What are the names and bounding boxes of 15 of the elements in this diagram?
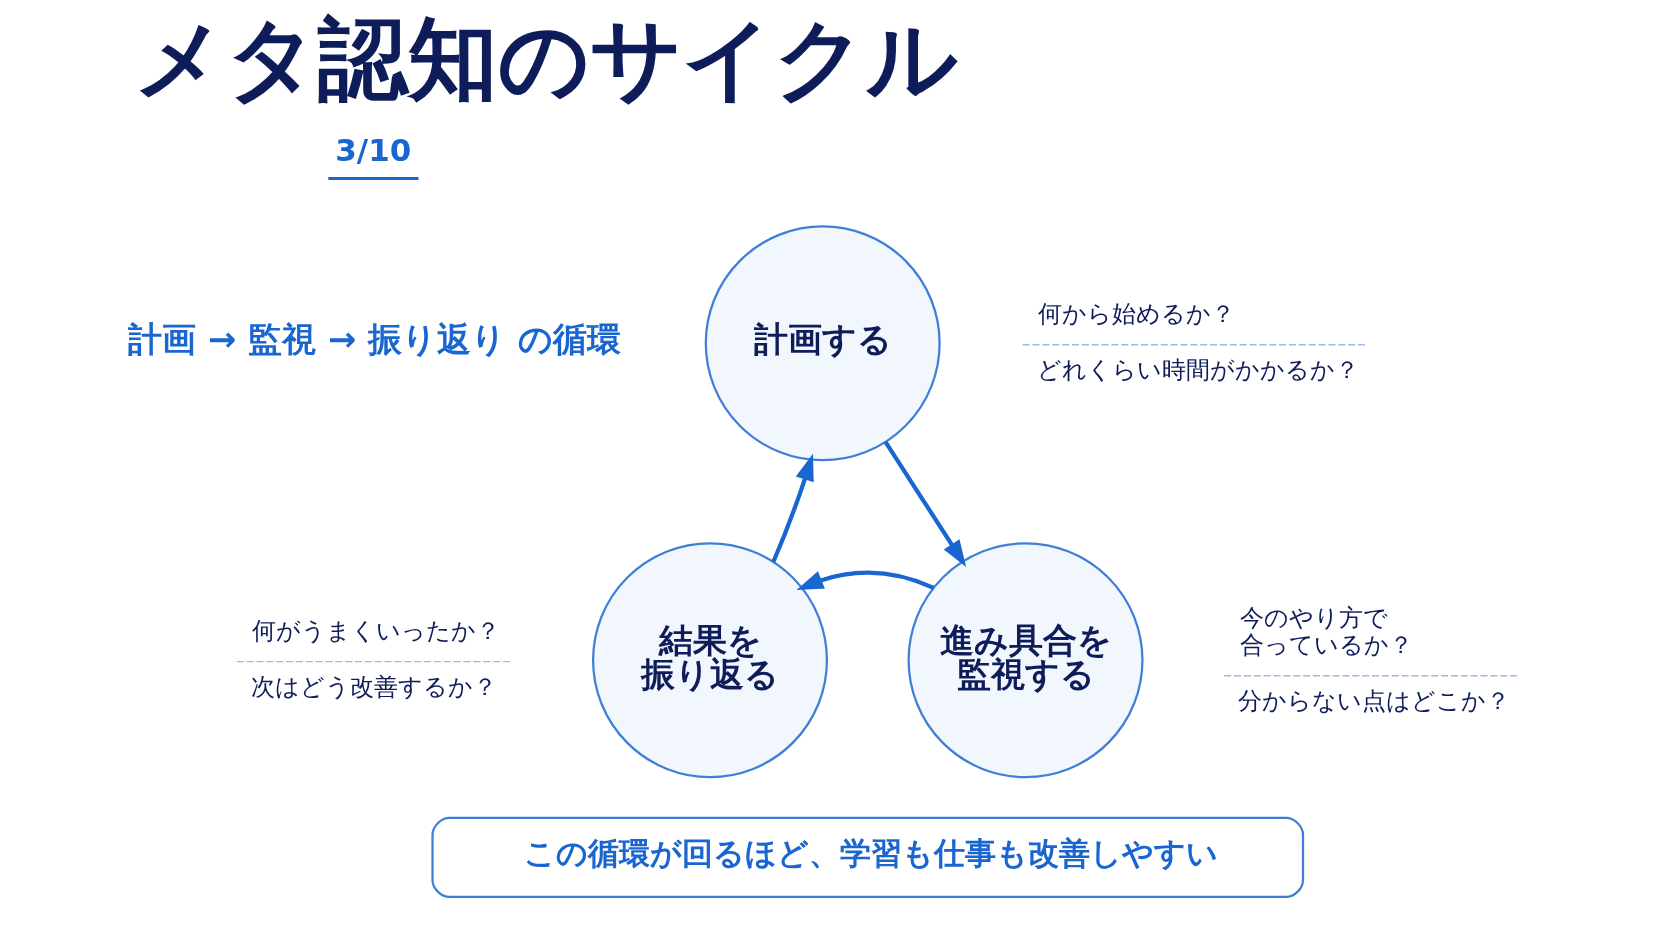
node-label: どれくらい時間がかかるか？ bbox=[1036, 355, 1359, 384]
node-label: 今のやり方で合っているか？ bbox=[1239, 603, 1413, 659]
node-label: 何がうまくいったか？ bbox=[251, 616, 500, 645]
node-circle: 進み具合を監視する bbox=[907, 542, 1144, 779]
node-box: この循環が回るほど、学習も仕事も改善しやすい bbox=[430, 816, 1304, 898]
node-label: 何から始めるか？ bbox=[1037, 299, 1235, 328]
node-circle: 計画する bbox=[704, 225, 941, 462]
node-label: 分からない点はどこか？ bbox=[1237, 686, 1510, 715]
diagram-title: メタ認知のサイクル bbox=[133, 6, 958, 112]
arrow bbox=[770, 453, 814, 563]
node-label: 次はどう改善するか？ bbox=[250, 672, 497, 701]
arrow bbox=[883, 440, 966, 567]
label: 計画 → 監視 → 振り返り の循環 bbox=[127, 319, 621, 359]
arrow bbox=[796, 570, 934, 590]
label: 3/10 bbox=[334, 132, 411, 169]
